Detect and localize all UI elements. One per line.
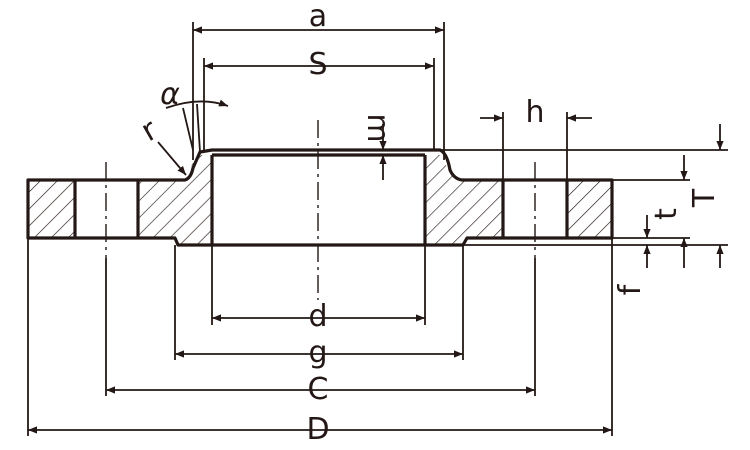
hatch-left-outer: [28, 180, 75, 238]
label-r: r: [135, 112, 164, 149]
label-s: S: [308, 47, 327, 82]
dimension-lines: [28, 26, 724, 434]
label-a: a: [309, 0, 327, 34]
label-h: h: [525, 95, 544, 130]
center-lines: [105, 120, 536, 300]
flange-body-outline: [26, 148, 614, 247]
flange-outline: [26, 148, 614, 247]
hatch-right-hub: [425, 155, 503, 245]
label-m: m: [360, 113, 395, 142]
alpha-arc: [165, 99, 229, 109]
r-leader: [157, 141, 187, 176]
hatch-left-hub: [138, 155, 212, 245]
label-t: t: [649, 208, 684, 220]
extension-lines: [27, 22, 728, 436]
alpha-ext-chamfer: [196, 103, 201, 153]
hatched-sections: [28, 155, 612, 245]
label-c: C: [308, 372, 329, 407]
label-f: f: [613, 283, 648, 295]
label-alpha: α: [160, 77, 180, 112]
label-g: g: [308, 335, 327, 370]
alpha-ext-vertical: [182, 107, 194, 151]
label-dd: D: [306, 412, 329, 447]
hatch-right-outer: [567, 180, 612, 238]
label-d: d: [308, 299, 327, 334]
label-tt: T: [687, 188, 722, 208]
